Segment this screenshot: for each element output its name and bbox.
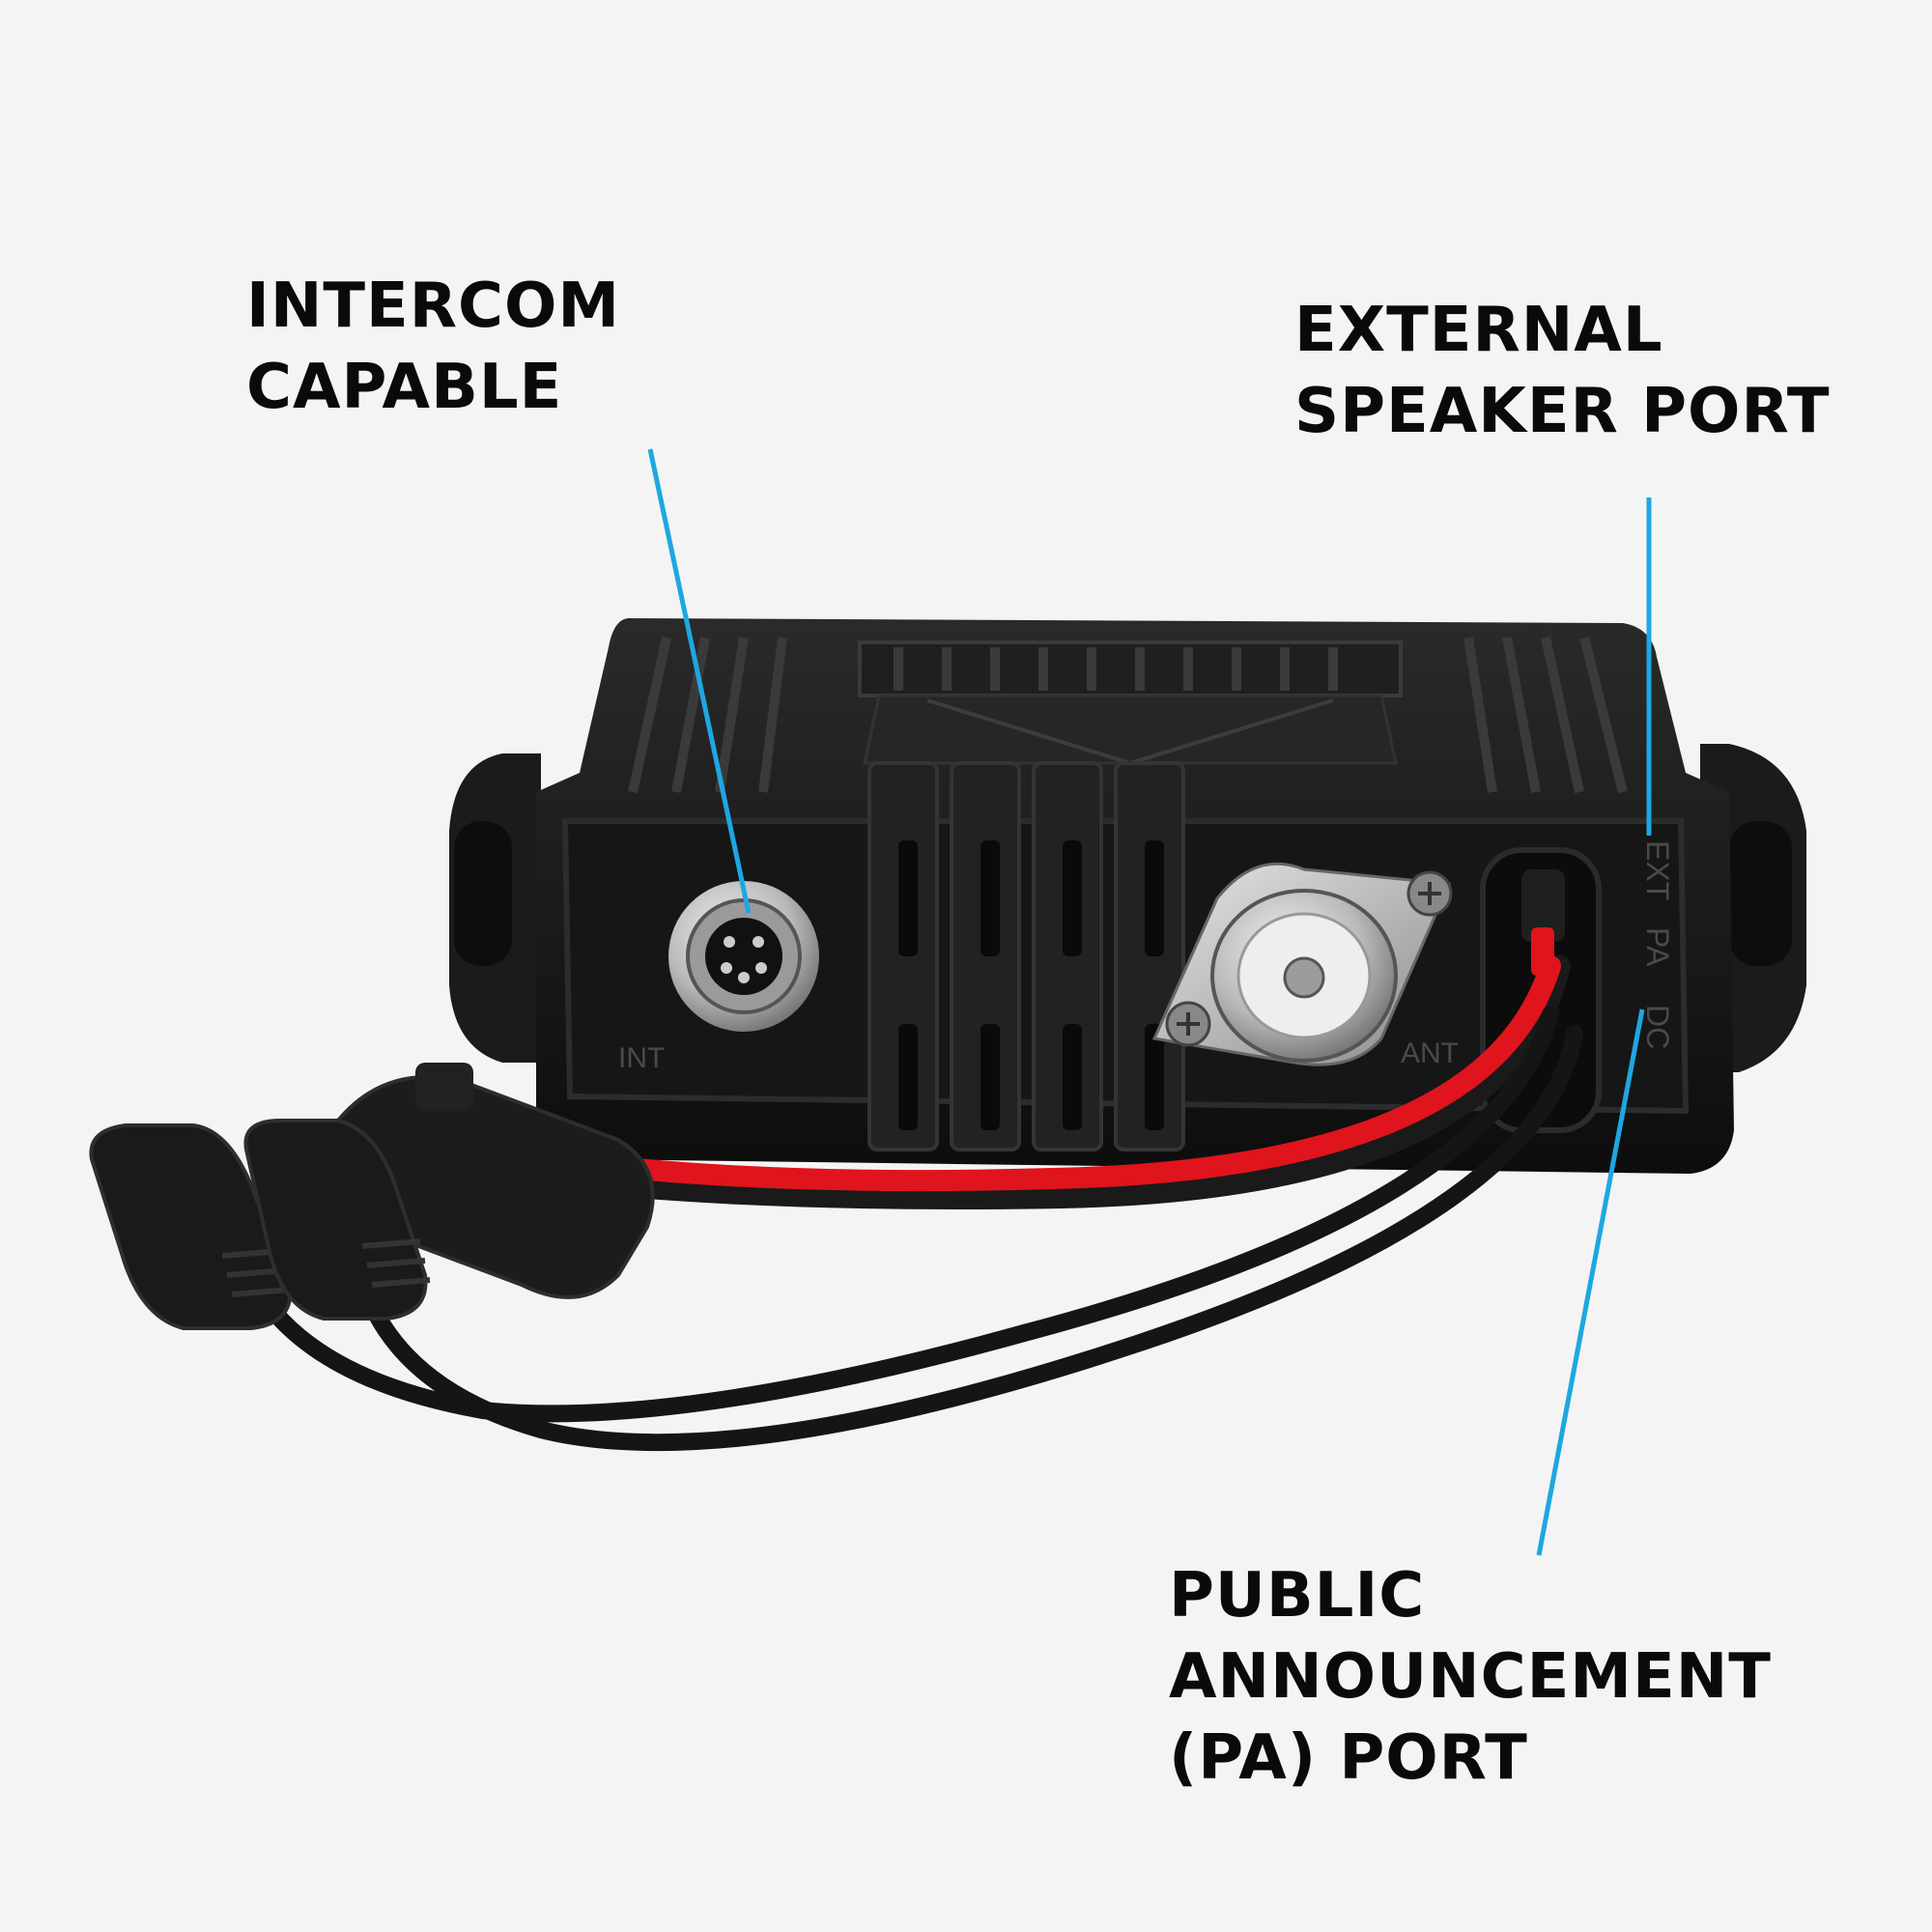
power-cable bbox=[579, 955, 1571, 1209]
pa-port-callout: PUBLIC ANNOUNCEMENT (PA) PORT bbox=[1169, 1555, 1772, 1799]
external-speaker-callout-line1: EXTERNAL bbox=[1294, 295, 1663, 366]
external-speaker-callout-line2: SPEAKER PORT bbox=[1294, 376, 1831, 447]
intercom-callout-line1: INTERCOM bbox=[246, 270, 621, 342]
int-port-label: INT bbox=[618, 1042, 665, 1074]
external-speaker-callout: EXTERNAL SPEAKER PORT bbox=[1294, 290, 1831, 452]
pa-port-callout-line1: PUBLIC bbox=[1169, 1560, 1426, 1632]
dc-port-label: DC bbox=[1640, 1005, 1675, 1049]
radio-body bbox=[536, 618, 1734, 1174]
mounting-bracket-left bbox=[449, 753, 541, 1063]
intercom-leader-line bbox=[647, 448, 752, 914]
ant-port-label: ANT bbox=[1401, 1037, 1459, 1069]
pa-port-callout-line2: ANNOUNCEMENT bbox=[1169, 1641, 1772, 1713]
pa-jack-plug bbox=[243, 1119, 431, 1321]
antenna-connector bbox=[1151, 862, 1453, 1066]
pa-port-label: PA bbox=[1640, 927, 1675, 967]
ext-port-label: EXT bbox=[1640, 840, 1675, 900]
intercom-callout-line2: CAPABLE bbox=[246, 352, 563, 423]
pa-port-callout-line3: (PA) PORT bbox=[1169, 1722, 1528, 1794]
pa-port-leader-line bbox=[1536, 1009, 1645, 1556]
accessory-cables bbox=[252, 1006, 1583, 1452]
intercom-connector bbox=[668, 881, 819, 1032]
intercom-callout: INTERCOM CAPABLE bbox=[246, 266, 620, 428]
